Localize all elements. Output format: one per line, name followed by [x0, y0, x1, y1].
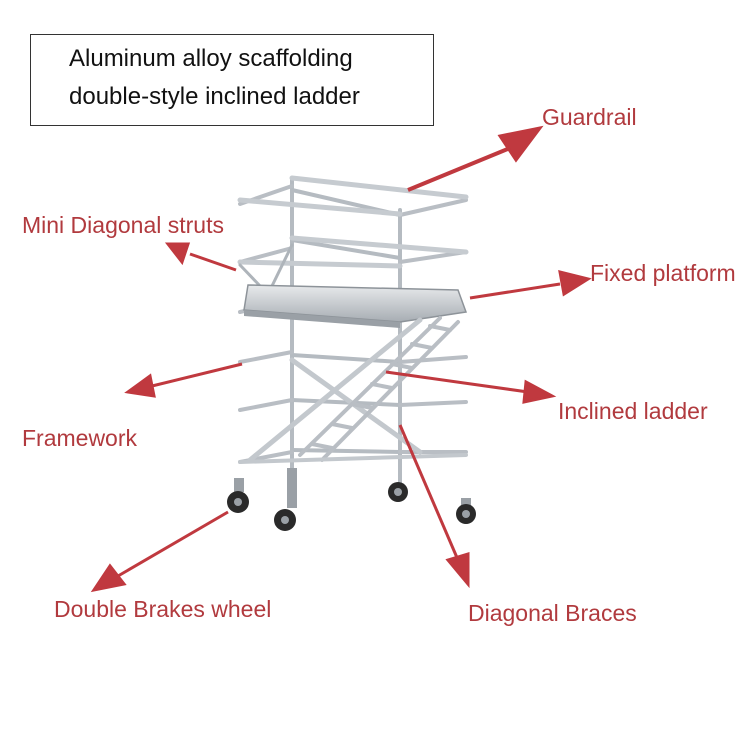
wheel-front-right	[456, 498, 476, 524]
label-framework: Framework	[22, 425, 138, 451]
back-frame	[290, 176, 402, 492]
wheel-back-left	[274, 468, 297, 531]
framework-right	[397, 192, 469, 503]
mini-diagonal-struts	[238, 243, 294, 290]
fixed-platform	[243, 284, 468, 328]
arrow-guardrail	[407, 125, 544, 192]
title-box: Aluminum alloy scaffolding double-style …	[30, 34, 434, 126]
label-diagonal-braces: Diagonal Braces	[468, 600, 637, 626]
guardrail	[237, 175, 469, 269]
framework-left	[237, 172, 295, 483]
label-guardrail: Guardrail	[542, 104, 637, 130]
label-inclined-ladder: Inclined ladder	[558, 398, 708, 424]
arrow-double-brakes-wheel	[90, 510, 229, 593]
wheel-back-right	[388, 482, 408, 502]
callout-arrows	[90, 125, 592, 593]
arrow-fixed-platform	[469, 269, 592, 300]
title-line-2: double-style inclined ladder	[69, 83, 360, 110]
label-double-brakes-wheel: Double Brakes wheel	[54, 596, 272, 622]
arrow-diagonal-braces	[398, 424, 470, 589]
label-mini-diagonal-struts: Mini Diagonal struts	[22, 212, 224, 238]
title-line-1: Aluminum alloy scaffolding	[69, 45, 353, 72]
diagonal-braces	[247, 317, 423, 463]
inclined-ladder	[298, 316, 460, 462]
arrow-mini-diagonal-struts	[164, 242, 237, 272]
double-brakes-wheels	[227, 468, 476, 531]
arrow-framework	[124, 362, 243, 398]
label-fixed-platform: Fixed platform	[590, 260, 736, 286]
scaffold	[227, 172, 476, 531]
arrow-inclined-ladder	[385, 370, 557, 404]
wheel-front-left	[227, 478, 249, 513]
